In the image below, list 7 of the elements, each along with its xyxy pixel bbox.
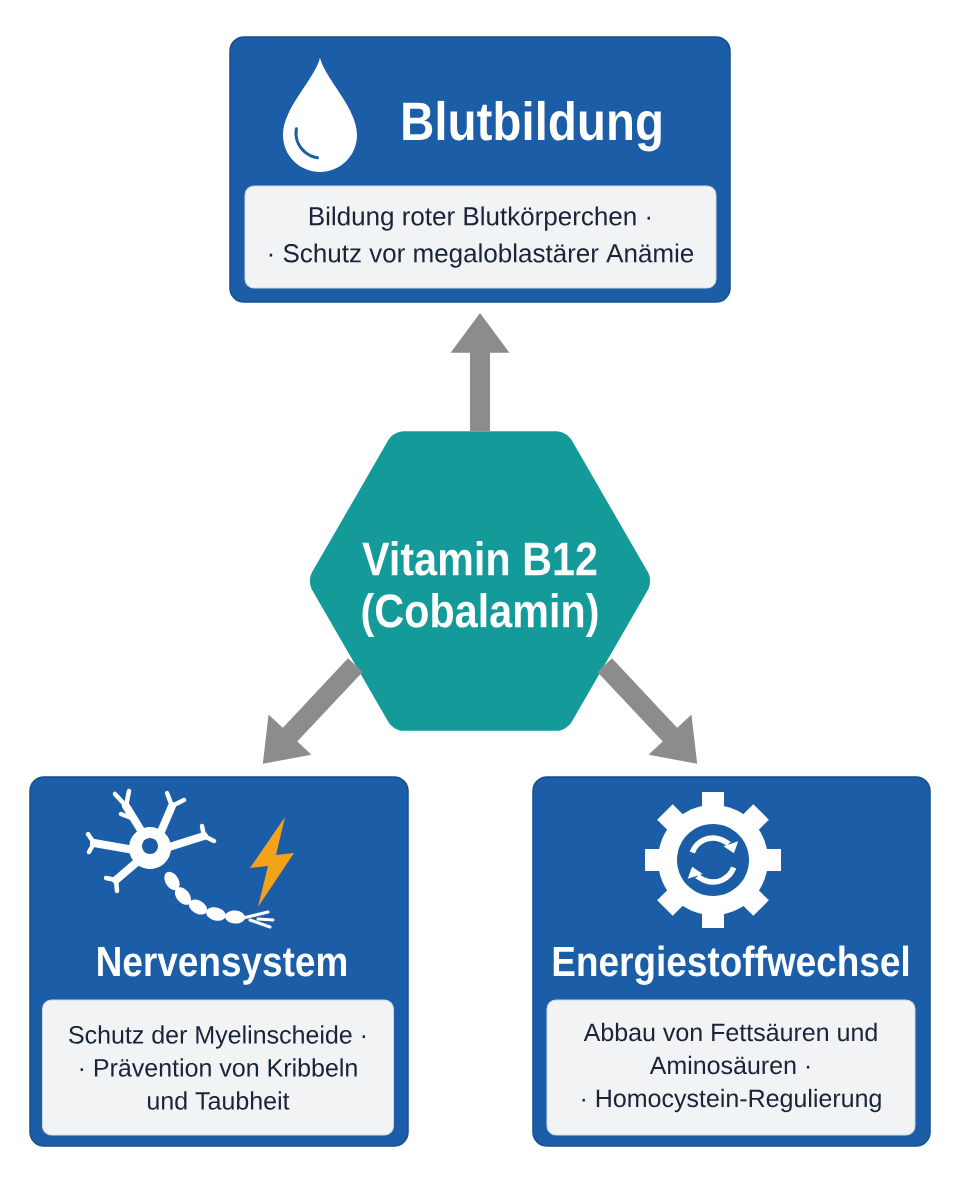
heading: Nervensystem (98, 947, 347, 985)
heading: Blutbildung (403, 100, 661, 152)
heading: Energiestoffwechsel (553, 945, 909, 985)
description-panel: Abbau von Fettsäuren und Aminosäuren · · Homocystein-Regulierung (546, 999, 916, 1136)
description-panel: Bildung roter Blutkörperchen · · Schutz vor megaloblastärer Anämie (244, 185, 717, 289)
hexagon: Vitamin B12 (Cobalamin) (309, 431, 651, 731)
description-panel: Schutz der Myelinscheide · · Prävention von Kribbeln und Taubheit (42, 999, 394, 1136)
